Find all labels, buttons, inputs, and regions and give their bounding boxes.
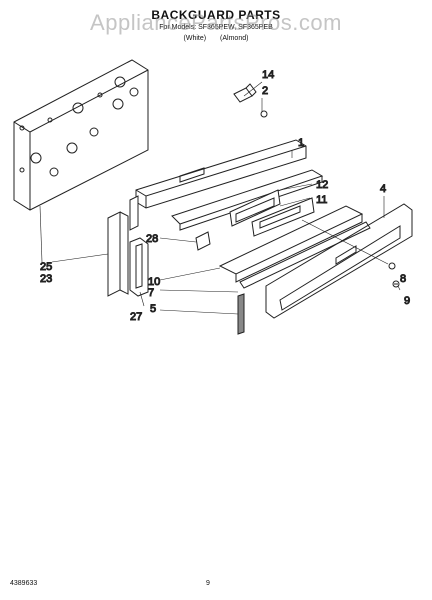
leader-lines [39, 81, 401, 315]
callout-2: 2 [262, 85, 268, 97]
callout-27: 27 [130, 311, 142, 323]
screw-part-2 [260, 110, 268, 118]
callout-4: 4 [380, 183, 386, 195]
model-subtitle: For Models: SF365PEW, SF365PEB [159, 24, 273, 31]
screw-part-9 [392, 280, 400, 288]
callout-23: 23 [40, 273, 52, 285]
tab-part-28 [195, 231, 211, 251]
color-almond: (Almond) [220, 35, 249, 42]
callout-11: 11 [316, 194, 327, 206]
control-overlay-part-11 [229, 189, 315, 237]
watermark: AppliancePartsPros.com [90, 10, 342, 35]
callout-9: 9 [404, 295, 410, 307]
callout-8: 8 [400, 273, 406, 285]
color-white: (White) [183, 35, 207, 42]
document-part-number: 4389633 [10, 580, 38, 587]
side-trim-part-25 [107, 211, 129, 297]
front-panel-part-4 [265, 203, 413, 319]
lower-strip-part-10 [218, 205, 371, 289]
callout-28: 28 [146, 233, 158, 245]
callout-10: 10 [148, 276, 160, 288]
callout-1: 1 [298, 137, 304, 149]
bracket-part-27 [129, 237, 149, 297]
screw-part-8 [388, 262, 396, 270]
end-cap-part-5 [237, 293, 245, 335]
callout-14: 14 [262, 69, 274, 81]
trim-rail-part-1 [135, 139, 307, 209]
callout-12: 12 [316, 179, 328, 191]
page-number: 9 [206, 580, 210, 587]
callout-7: 7 [148, 287, 154, 299]
backguard-panel [13, 59, 149, 211]
side-bracket-part-1 [129, 195, 139, 231]
page-title: BACKGUARD PARTS [151, 8, 281, 22]
callout-25: 25 [40, 261, 52, 273]
callout-5: 5 [150, 303, 156, 315]
clip-part-14 [233, 83, 257, 103]
color-variants: (White) (Almond) [0, 35, 432, 42]
